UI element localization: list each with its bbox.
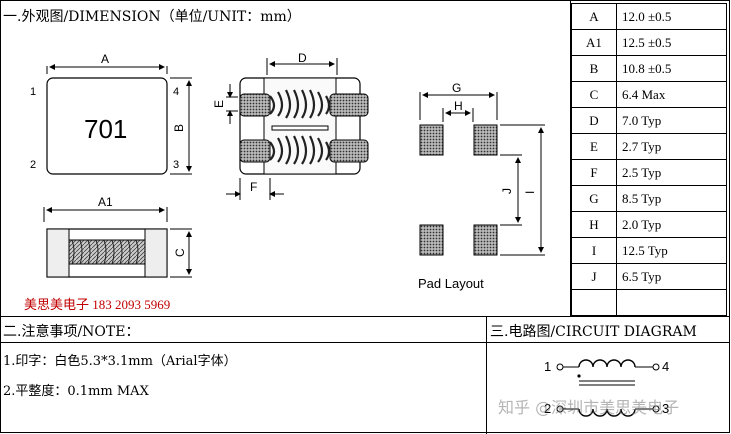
watermark: 知乎 @深圳市美思美电子 — [498, 398, 680, 417]
dimension-key: A — [571, 3, 617, 30]
contact-text: 美思美电子 183 2093 5969 — [24, 297, 171, 312]
circuit-diagram: 1 4 2 3 — [544, 359, 669, 417]
circuit-title: 三.电路图/CIRCUIT DIAGRAM — [490, 324, 697, 340]
circuit-pin-1: 1 — [544, 359, 551, 374]
dimension-value: 2.5 Typ — [616, 159, 727, 186]
outline-drawing: A B 701 1 2 3 4 A1 C — [30, 51, 545, 291]
dimension-row-empty — [571, 289, 727, 316]
dim-label-f: F — [250, 180, 257, 194]
dimension-value: 8.5 Typ — [616, 185, 727, 212]
dim-label-e: E — [212, 100, 226, 108]
circuit-pin-3: 3 — [662, 401, 669, 416]
dimension-key: H — [571, 211, 617, 238]
side-view: A1 C — [43, 195, 192, 278]
dim-label-g: G — [452, 81, 461, 95]
pad-layout-caption: Pad Layout — [418, 276, 484, 291]
dim-label-a1: A1 — [98, 195, 113, 209]
dimension-value: 10.8 ±0.5 — [616, 55, 727, 82]
note-1: 1.印字：白色5.3*3.1mm（Arial字体） — [3, 354, 237, 369]
note-title: 二.注意事项/NOTE： — [3, 324, 140, 340]
dimension-key: D — [571, 107, 617, 134]
dimension-title: 一.外观图/DIMENSION（单位/UNIT：mm） — [3, 9, 301, 25]
dimension-key: E — [571, 133, 617, 160]
dimension-value: 6.4 Max — [616, 81, 727, 108]
pad-layout: G H I J Pad Layout — [418, 81, 545, 291]
dim-label-j: J — [500, 188, 514, 194]
dimension-value: 6.5 Typ — [616, 263, 727, 290]
dimension-key: A1 — [571, 29, 617, 56]
dimension-key: G — [571, 185, 617, 212]
pin-4-label: 4 — [173, 86, 179, 98]
pin-1-label: 1 — [30, 86, 36, 98]
dimension-value: 2.7 Typ — [616, 133, 727, 160]
dimension-key: J — [571, 263, 617, 290]
marking-text: 701 — [84, 114, 127, 144]
dim-label-h: H — [454, 99, 463, 113]
dim-label-b: B — [172, 124, 186, 132]
dimension-value-empty — [616, 289, 727, 316]
pin-2-label: 2 — [30, 159, 36, 171]
dimension-value: 12.5 Typ — [616, 237, 727, 264]
dim-label-a: A — [101, 52, 109, 66]
dim-label-c: C — [173, 248, 187, 257]
dimension-value: 12.5 ±0.5 — [616, 29, 727, 56]
dimension-key: F — [571, 159, 617, 186]
dimension-key: B — [571, 55, 617, 82]
circuit-pin-2: 2 — [544, 401, 551, 416]
top-view: A B 701 1 2 3 4 — [30, 52, 192, 175]
bottom-view: D E F — [212, 51, 369, 200]
dimension-key: C — [571, 81, 617, 108]
dimension-value: 7.0 Typ — [616, 107, 727, 134]
pin-3-label: 3 — [173, 159, 179, 171]
dimension-value: 12.0 ±0.5 — [616, 3, 727, 30]
dim-label-i: I — [523, 191, 537, 194]
note-2: 2.平整度：0.1mm MAX — [3, 384, 149, 399]
dimension-key: I — [571, 237, 617, 264]
dim-label-d: D — [298, 51, 307, 65]
dimension-key-empty — [571, 289, 617, 316]
circuit-pin-4: 4 — [662, 359, 669, 374]
dimension-value: 2.0 Typ — [616, 211, 727, 238]
